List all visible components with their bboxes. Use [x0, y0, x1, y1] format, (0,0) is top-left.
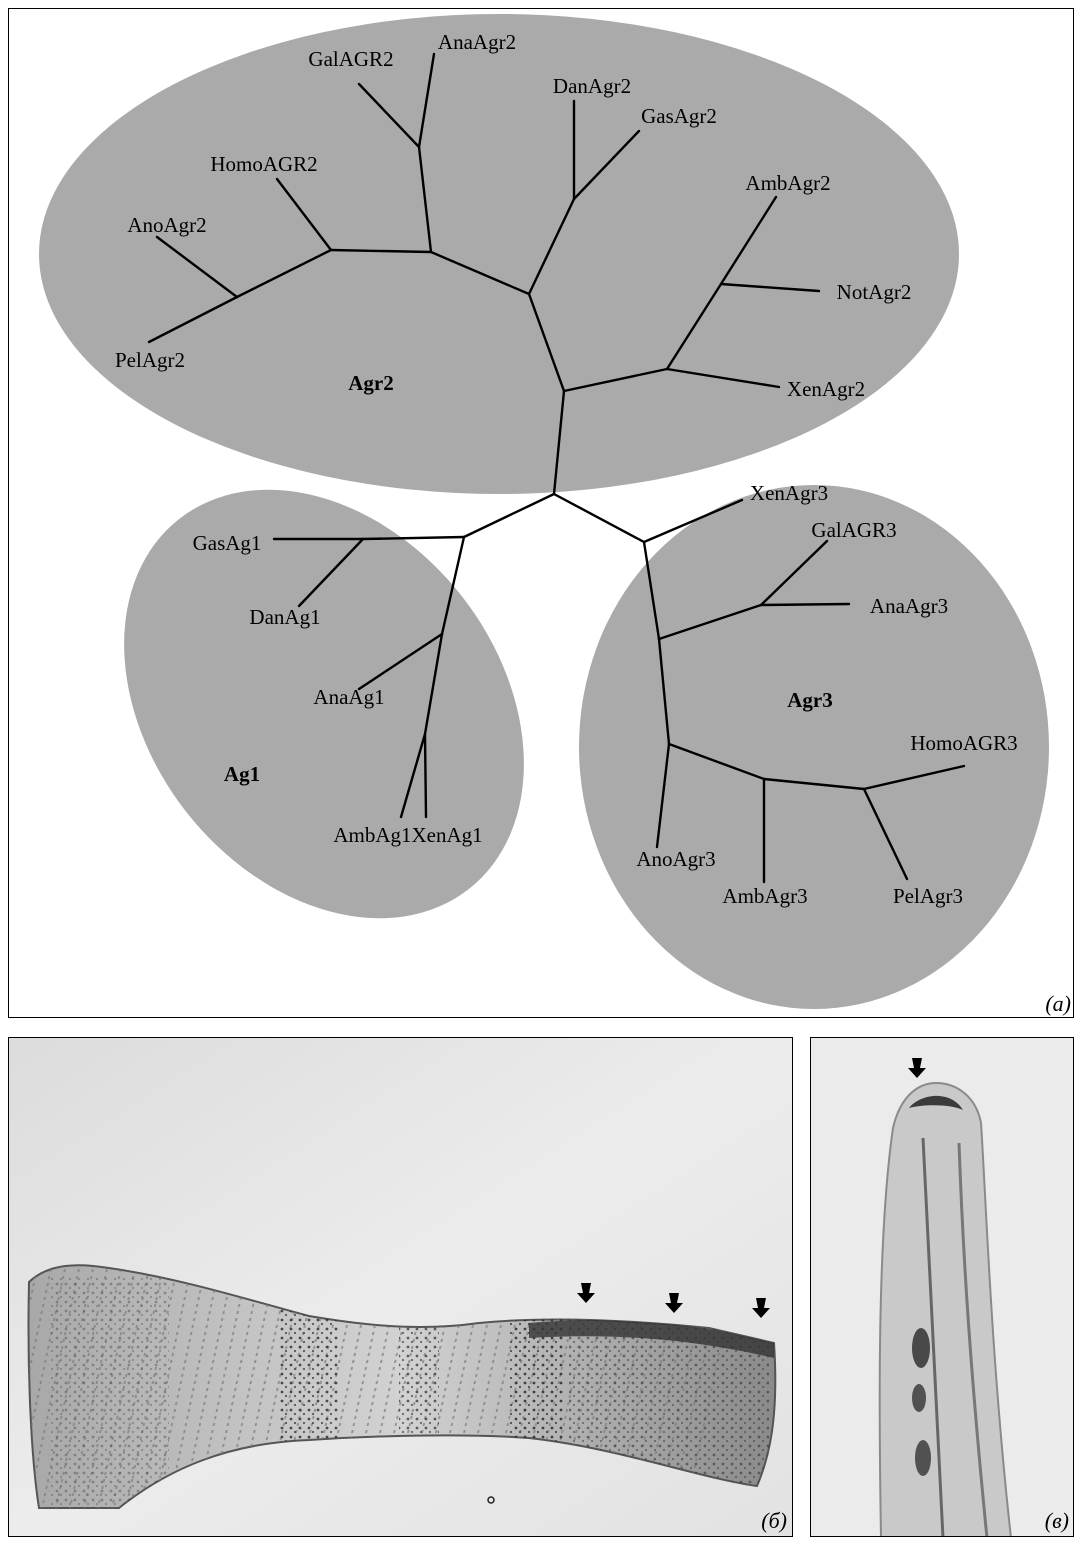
- leaf-danag1: DanAg1: [249, 605, 320, 629]
- panel-label-a: (a): [1045, 991, 1071, 1016]
- leaf-xenagr3: XenAgr3: [750, 481, 828, 505]
- panel-label-c: (в): [1045, 1508, 1069, 1533]
- leaf-anaag1: AnaAg1: [313, 685, 384, 709]
- leaf-gasagr2: GasAgr2: [641, 104, 717, 128]
- fin-micrograph: (б): [9, 1038, 793, 1537]
- fin-micrograph-panel: (б): [8, 1037, 793, 1537]
- panel-label-b: (б): [761, 1508, 787, 1533]
- cluster-label-agr2: Agr2: [348, 371, 394, 395]
- tree-figure: Agr2 Ag1 Agr3 GalAGR2 AnaAgr2 DanAgr2 Ga…: [9, 9, 1074, 1018]
- leaf-anaagr2: AnaAgr2: [438, 30, 516, 54]
- leaf-gasag1: GasAg1: [193, 531, 262, 555]
- leaf-xenagr2: XenAgr2: [787, 377, 865, 401]
- leaf-ambag1xenag1: AmbAg1XenAg1: [333, 823, 482, 847]
- leaf-homoagr2: HomoAGR2: [210, 152, 317, 176]
- leaf-anoagr2: AnoAgr2: [127, 213, 206, 237]
- leaf-notagr2: NotAgr2: [837, 280, 912, 304]
- leaf-ambagr2: AmbAgr2: [745, 171, 830, 195]
- cluster-agr2-ellipse: [39, 14, 959, 494]
- fin-section-micrograph: (в): [811, 1038, 1074, 1537]
- cluster-label-ag1: Ag1: [224, 762, 260, 786]
- leaf-pelagr3: PelAgr3: [893, 884, 963, 908]
- leaf-pelagr2: PelAgr2: [115, 348, 185, 372]
- phylogenetic-tree-panel: Agr2 Ag1 Agr3 GalAGR2 AnaAgr2 DanAgr2 Ga…: [8, 8, 1074, 1018]
- cluster-label-agr3: Agr3: [787, 688, 833, 712]
- leaf-danagr2: DanAgr2: [553, 74, 631, 98]
- leaf-homoagr3: HomoAGR3: [910, 731, 1017, 755]
- fin-section-panel: (в): [810, 1037, 1074, 1537]
- leaf-ambagr3: AmbAgr3: [722, 884, 807, 908]
- leaf-galagr3: GalAGR3: [811, 518, 896, 542]
- leaf-anaagr3: AnaAgr3: [870, 594, 948, 618]
- leaf-galagr2: GalAGR2: [308, 47, 393, 71]
- leaf-anoagr3: AnoAgr3: [636, 847, 715, 871]
